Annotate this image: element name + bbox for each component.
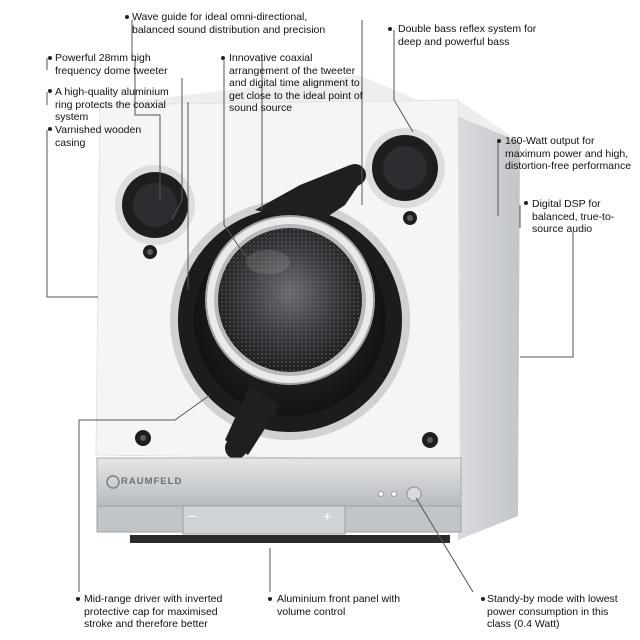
casing-top — [100, 75, 520, 142]
callout-midrange: Mid-range driver with inverted protectiv… — [84, 593, 223, 630]
wave-guide-bracket — [225, 164, 366, 459]
callout-dot — [48, 89, 52, 93]
callout-casing: Varnished wooden casing — [55, 124, 142, 149]
callout-dot — [125, 15, 129, 19]
volume-down-button[interactable]: − — [188, 508, 197, 524]
callout-dot — [388, 27, 392, 31]
callout-dot — [48, 56, 52, 60]
callout-dot — [48, 127, 52, 131]
front-panel — [96, 457, 462, 543]
callout-bass-reflex: Double bass reflex system for deep and p… — [398, 23, 537, 48]
bass-port-left — [115, 165, 195, 245]
bass-port-right — [365, 128, 445, 208]
callout-tweeter: Powerful 28mm high frequency dome tweete… — [55, 52, 168, 77]
callout-dot — [497, 139, 501, 143]
volume-up-button[interactable]: + — [323, 508, 332, 524]
brand-logo: RAUMFELD — [121, 476, 183, 487]
callout-standby: Standy-by mode with lowest power consump… — [487, 593, 618, 630]
leader-lines — [46, 20, 574, 593]
standby-button[interactable] — [407, 487, 421, 501]
screw — [135, 211, 438, 448]
callout-output: 160-Watt output for maximum power and hi… — [505, 135, 632, 172]
casing-side — [458, 100, 520, 540]
callout-wave-guide: Wave guide for ideal omni-directional, b… — [132, 11, 326, 36]
callout-aluminium-ring: A high-quality aluminium ring protects t… — [55, 86, 169, 123]
callout-dsp: Digital DSP for balanced, true-to-source… — [532, 198, 615, 235]
callout-dot — [481, 597, 485, 601]
callout-coaxial: Innovative coaxial arrangement of the tw… — [229, 52, 363, 114]
callout-dot — [524, 201, 528, 205]
callout-dot — [221, 56, 225, 60]
callout-dot — [268, 597, 272, 601]
callout-front-panel: Aluminium front panel with volume contro… — [277, 593, 401, 618]
callout-dot — [76, 597, 80, 601]
coaxial-tweeter — [205, 215, 375, 385]
